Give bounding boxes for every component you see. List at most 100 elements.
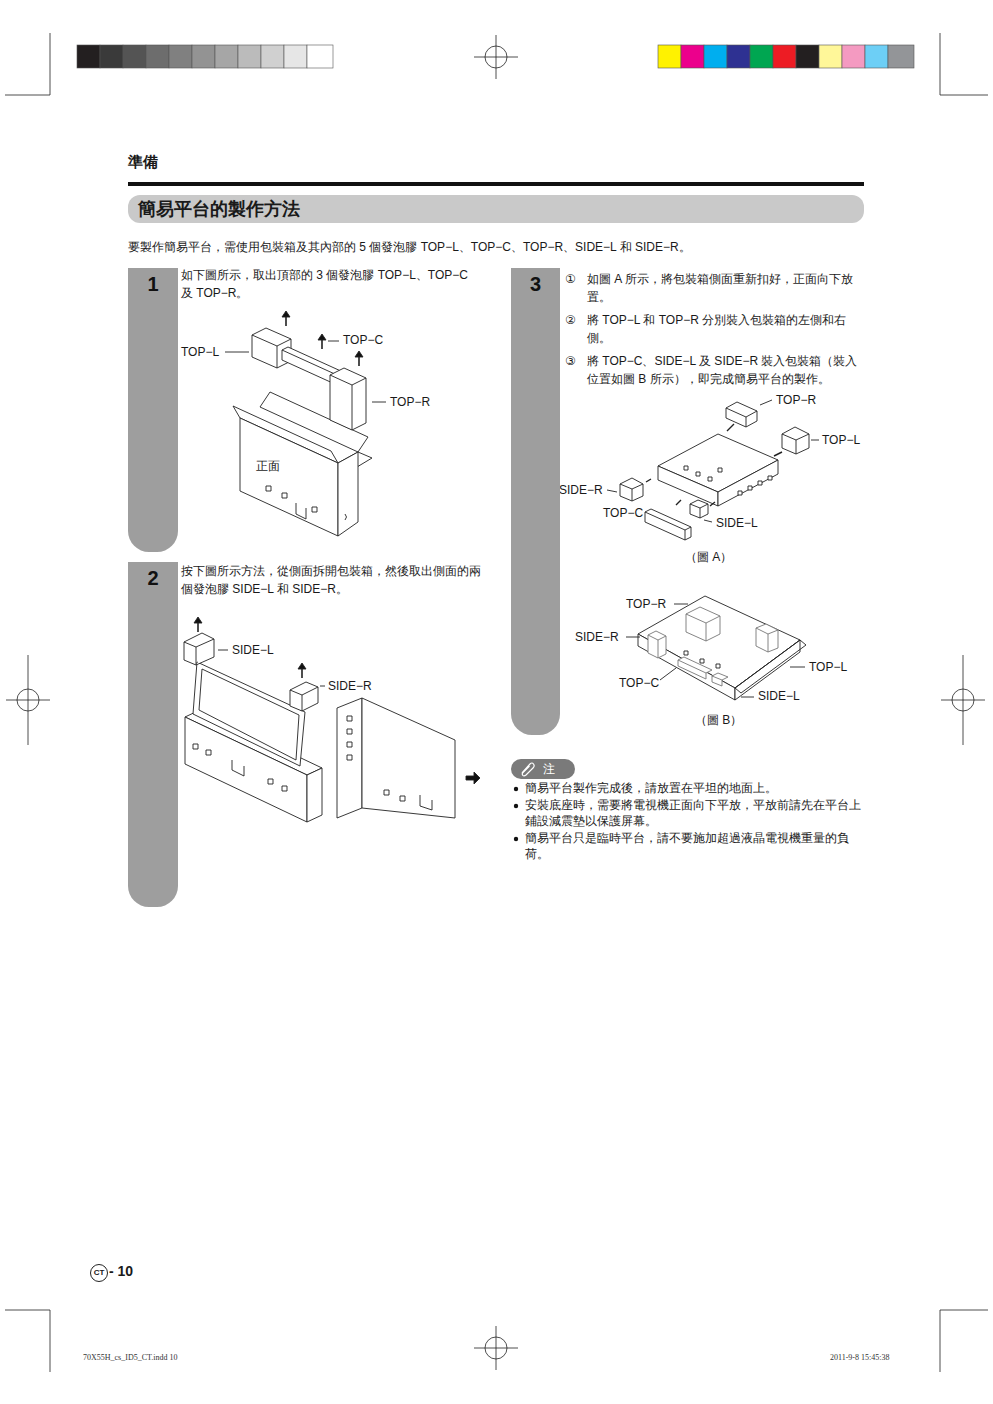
figure-step2-part: [194, 617, 202, 623]
note-text: 簡易平台製作完成後，請放置在平坦的地面上。: [525, 780, 870, 796]
grey-scale-bar-part: [284, 45, 307, 68]
color-bar-part: [842, 45, 865, 68]
figure-a-part: [696, 472, 700, 476]
color-bar-part: [727, 45, 750, 68]
figure-step1-part: [338, 452, 358, 536]
step-number: 1: [128, 268, 178, 296]
grey-scale-bar-part: [100, 45, 123, 68]
figure-step2-part: [347, 755, 352, 760]
figure-a-part: [738, 491, 742, 495]
note-text: 簡易平台只是臨時平台，請不要施加超過液晶電視機重量的負荷。: [525, 830, 870, 862]
figure-b-part: [678, 657, 712, 679]
note-badge: 注: [511, 759, 575, 779]
grey-scale-bar: [77, 45, 333, 68]
part-label: TOP−C: [603, 506, 643, 520]
figure-step1-part: [282, 311, 290, 317]
figure-step2-part: [290, 682, 318, 711]
figure-step2-part: [400, 796, 405, 801]
part-label: TOP−L: [181, 345, 219, 359]
figure-b-part: [684, 651, 688, 655]
header-rule: [128, 182, 864, 186]
grey-scale-bar-part: [238, 45, 261, 68]
figure-step2-part: [193, 744, 198, 749]
figure-a-part: [726, 402, 757, 427]
language-badge: CT: [90, 1264, 108, 1282]
step-tab: 1: [128, 268, 178, 552]
figure-step2-part: [282, 786, 287, 791]
color-bar-part: [704, 45, 727, 68]
part-label: SIDE−L: [716, 516, 758, 530]
figure-step1-part: [296, 503, 306, 519]
part-label: TOP−C: [343, 333, 383, 347]
note-icon: [518, 761, 536, 777]
figure-step2-part: [337, 698, 362, 818]
callout-number: ②: [565, 311, 576, 329]
figure-step2-part: [184, 633, 214, 665]
figure-step1-part: [355, 351, 363, 357]
figure-step2: [184, 617, 480, 822]
figure-step1-part: [225, 341, 386, 402]
figure-step1-part: [330, 368, 366, 430]
intro-text: 要製作簡易平台，需使用包裝箱及其內部的 5 個發泡膠 TOP−L、TOP−C、T…: [128, 238, 691, 256]
section-header: 準備: [128, 153, 158, 171]
grey-scale-bar-part: [307, 45, 333, 68]
note-text: 安裝底座時，需要將電視機正面向下平放，平放前請先在平台上鋪設減震墊以保護屏幕。: [525, 797, 870, 829]
part-label: TOP−L: [809, 660, 847, 674]
part-label: SIDE−R: [559, 483, 603, 497]
figure-a-part: [768, 476, 772, 480]
figure-b-part: [686, 607, 720, 641]
figure-step1-part: [282, 493, 287, 498]
grey-scale-bar-part: [192, 45, 215, 68]
color-bar-part: [819, 45, 842, 68]
figure-step2-part: [298, 663, 306, 669]
crop-marks-part: [474, 1326, 518, 1370]
note-icon-path: [522, 763, 534, 776]
step-text: 將 TOP−C、SIDE−L 及 SIDE−R 裝入包裝箱（裝入位置如圖 B 所…: [587, 352, 865, 388]
part-label: TOP−L: [822, 433, 860, 447]
figure-a-part: [758, 481, 762, 485]
figure-a-part: [718, 460, 778, 506]
crop-marks-part: [6, 655, 50, 745]
figure-a-part: [658, 466, 718, 506]
crop-marks-part: [5, 33, 988, 1372]
timestamp: 2011-9-8 15:45:38: [830, 1353, 889, 1363]
section-title: 簡易平台的製作方法: [138, 198, 300, 220]
figure-step2-part: [384, 790, 389, 795]
grey-scale-bar-part: [261, 45, 284, 68]
color-bar-part: [750, 45, 773, 68]
crop-marks: [5, 33, 988, 1372]
callout-number: ①: [565, 270, 576, 288]
figure-a-part: [782, 427, 809, 454]
figure-step1-part: [345, 514, 347, 520]
page-number: - 10: [109, 1263, 133, 1279]
face-label: 正面: [256, 459, 280, 473]
step-text: 按下圖所示方法，從側面拆開包裝箱，然後取出側面的兩個發泡膠 SIDE−L 和 S…: [181, 562, 481, 598]
figure-step1-part: [266, 486, 271, 491]
figure-step2-part: [362, 698, 455, 818]
grey-scale-bar-part: [77, 45, 100, 68]
figure-step2-part: [347, 742, 352, 747]
file-info: 70X55H_cs_ID5_CT.indd 10: [83, 1353, 178, 1363]
color-bar-part: [865, 45, 888, 68]
figure-a-part: [645, 509, 691, 540]
grey-scale-bar-part: [215, 45, 238, 68]
figure-step2-part: [268, 779, 273, 784]
figure-b-part: [700, 659, 704, 663]
part-label: TOP−R: [626, 597, 666, 611]
figure-a-part: [718, 468, 722, 472]
note-bullets-part: [514, 804, 518, 808]
figure-step2-part: [198, 622, 302, 678]
figure-b-part: [756, 624, 778, 652]
color-bar: [658, 45, 914, 68]
part-label: SIDE−R: [575, 630, 619, 644]
part-label: SIDE−L: [758, 689, 800, 703]
figure-a-part: [690, 500, 708, 518]
color-bar-part: [658, 45, 681, 68]
figure-step2-part: [347, 729, 352, 734]
note-bullets-part: [514, 787, 518, 791]
figure-b-part: [716, 664, 720, 668]
step-number: 2: [128, 562, 178, 590]
figure-b-part: [648, 631, 666, 658]
figure-a-part: [607, 400, 819, 522]
